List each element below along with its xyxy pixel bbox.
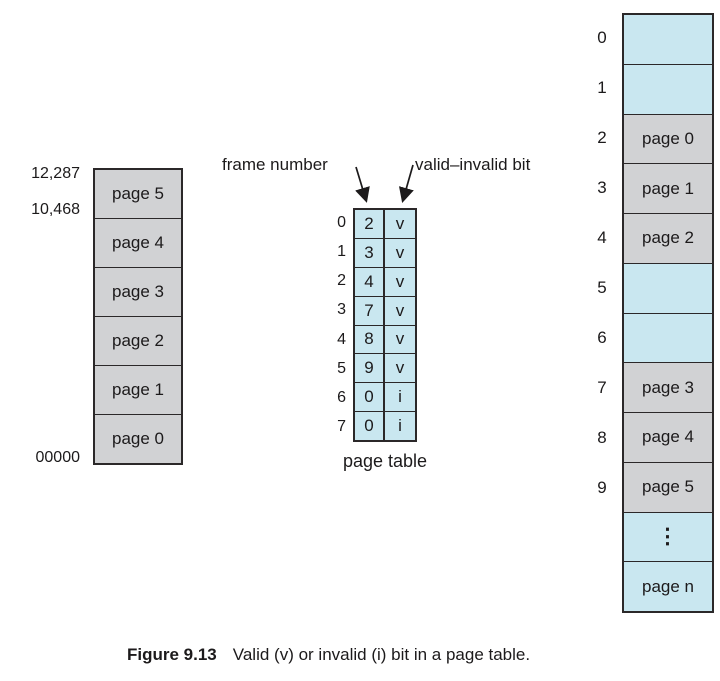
logical-page-cell: page 2: [95, 316, 181, 365]
frame-number-cell: 3: [355, 238, 385, 267]
physical-frame: page n: [624, 561, 712, 611]
valid-bit-cell: v: [385, 210, 415, 238]
physical-frame: page 1: [624, 163, 712, 213]
valid-bit-cell: i: [385, 412, 415, 440]
frame-number-cell: 8: [355, 325, 385, 354]
frame-number-cell: 0: [355, 383, 385, 412]
frame-number-arrow: [355, 166, 370, 203]
frame-index: [590, 563, 614, 613]
frame-index: 8: [597, 428, 607, 447]
logical-address-bottom: 00000: [35, 449, 81, 466]
physical-memory-indexes: 0 1 2 3 4 5 6 7 8 9: [590, 13, 614, 613]
frame-index: 3: [597, 178, 607, 197]
page-table-box: 2 v 3 v 4 v 7 v 8 v 9 v 0 i 0 i: [353, 208, 417, 442]
physical-memory-box: page 0 page 1 page 2 page 3 page 4 page …: [622, 13, 714, 613]
physical-frame: [624, 312, 712, 363]
physical-frame: [624, 15, 712, 64]
valid-bit-cell: v: [385, 354, 415, 383]
figure-caption: Figure 9.13 Valid (v) or invalid (i) bit …: [127, 645, 530, 665]
logical-page-cell: page 4: [95, 218, 181, 267]
physical-frame: page 3: [624, 362, 712, 412]
logical-memory-box: page 5 page 4 page 3 page 2 page 1 page …: [93, 168, 183, 465]
page-table-index: 6: [337, 389, 346, 407]
page-table-row: 4 v: [355, 266, 415, 296]
page-table-row: 3 v: [355, 237, 415, 267]
frame-number-cell: 0: [355, 412, 385, 440]
frame-number-cell: 4: [355, 267, 385, 296]
page-table-index: 4: [337, 330, 346, 348]
page-table-row: 7 v: [355, 295, 415, 325]
page-table-index: 3: [337, 301, 346, 319]
logical-address-top: 12,287: [31, 165, 80, 182]
logical-page-cell: page 3: [95, 267, 181, 316]
frame-index: 7: [597, 378, 607, 397]
valid-bit-cell: i: [385, 383, 415, 412]
page-table-index: 5: [337, 359, 346, 377]
valid-bit-cell: v: [385, 267, 415, 296]
logical-page-cell: page 1: [95, 365, 181, 414]
valid-bit-cell: v: [385, 325, 415, 354]
valid-bit-cell: v: [385, 238, 415, 267]
frame-index: 4: [597, 228, 607, 247]
frame-index: [590, 513, 614, 563]
frame-index: 1: [597, 78, 607, 97]
frame-index: 5: [597, 278, 607, 297]
valid-invalid-arrow: [399, 164, 414, 203]
physical-frame: page 4: [624, 412, 712, 462]
valid-invalid-bit-label: valid–invalid bit: [415, 155, 531, 174]
page-table-row: 0 i: [355, 411, 415, 440]
physical-frame: page 0: [624, 113, 712, 164]
page-table-caption: page table: [342, 451, 428, 471]
frame-number-cell: 2: [355, 210, 385, 238]
page-table-indexes: 0 1 2 3 4 5 6 7: [314, 208, 346, 442]
page-table-index: 1: [337, 242, 346, 260]
frame-index: 6: [597, 328, 607, 347]
page-table-row: 9 v: [355, 353, 415, 383]
page-table-index: 2: [337, 272, 346, 290]
page-table-row: 8 v: [355, 324, 415, 354]
frame-index: 2: [597, 128, 607, 147]
logical-page-cell: page 5: [95, 170, 181, 218]
frame-index: 0: [597, 28, 607, 47]
figure-caption-number: Figure 9.13: [127, 645, 217, 664]
frame-number-cell: 7: [355, 296, 385, 325]
figure-caption-text: Valid (v) or invalid (i) bit in a page t…: [232, 645, 531, 664]
page-table-index: 7: [337, 418, 346, 436]
frame-index: 9: [597, 478, 607, 497]
frame-number-cell: 9: [355, 354, 385, 383]
page-table-row: 2 v: [355, 210, 415, 238]
page-table-row: 0 i: [355, 382, 415, 412]
logical-address-mid: 10,468: [31, 201, 80, 218]
physical-frame: [624, 63, 712, 114]
logical-page-cell: page 0: [95, 414, 181, 463]
page-table-index: 0: [337, 213, 346, 231]
valid-bit-cell: v: [385, 296, 415, 325]
physical-frame: [624, 262, 712, 313]
ellipsis-frame: ⋮: [624, 511, 712, 562]
frame-number-label: frame number: [222, 155, 328, 174]
physical-frame: page 5: [624, 461, 712, 512]
physical-frame: page 2: [624, 213, 712, 263]
